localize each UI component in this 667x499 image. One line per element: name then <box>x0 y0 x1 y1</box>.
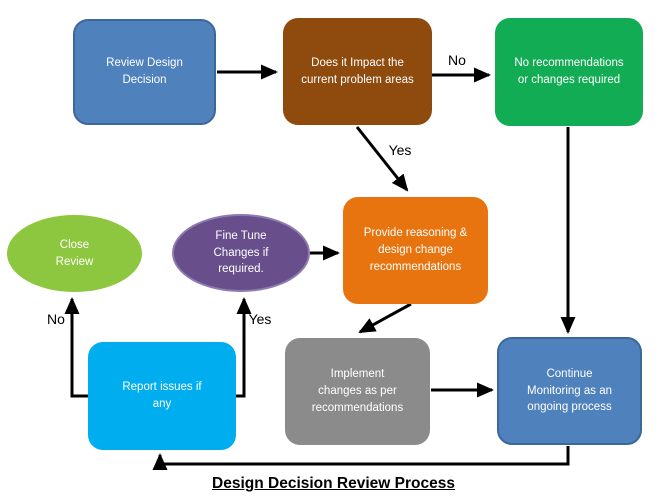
arrow-impact-to-provide <box>355 126 409 192</box>
arrow-monitor-to-report <box>152 446 570 470</box>
edge-label-yes: Yes <box>388 142 412 158</box>
edge-label-no: No <box>448 52 466 68</box>
node-label: Fine Tune Changes if required. <box>213 229 269 276</box>
node-label: Close Review <box>55 238 94 268</box>
node-label: Continue Monitoring as an ongoing proces… <box>526 367 613 414</box>
node-label: No recommendations or changes required <box>514 57 624 86</box>
node-no-recommendations: No recommendations or changes required <box>495 18 643 126</box>
node-continue-monitoring: Continue Monitoring as an ongoing proces… <box>497 337 642 445</box>
arrow-report-to-close <box>64 297 88 398</box>
node-label: Implement changes as per recommendations <box>311 368 404 414</box>
diagram-title: Design Decision Review Process <box>212 475 455 492</box>
node-review-design-decision: Review Design Decision <box>73 19 216 125</box>
arrow-provide-to-implement <box>358 302 412 334</box>
edge-label-no: No <box>47 311 65 327</box>
node-label: Report issues if any <box>122 381 202 410</box>
node-report-issues: Report issues if any <box>88 342 236 450</box>
node-label: Review Design Decision <box>106 57 183 86</box>
node-impact-decision: Does it Impact the current problem areas <box>283 18 432 125</box>
node-label: Provide reasoning & design change recomm… <box>363 227 468 273</box>
arrow-report-to-fine-tune <box>236 297 252 398</box>
node-implement-changes: Implement changes as per recommendations <box>285 338 430 445</box>
node-fine-tune-changes: Fine Tune Changes if required. <box>172 214 310 292</box>
edge-label-yes: Yes <box>248 311 272 327</box>
node-label: Does it Impact the current problem areas <box>301 56 414 86</box>
node-close-review: Close Review <box>7 215 142 292</box>
node-provide-reasoning: Provide reasoning & design change recomm… <box>343 197 488 304</box>
